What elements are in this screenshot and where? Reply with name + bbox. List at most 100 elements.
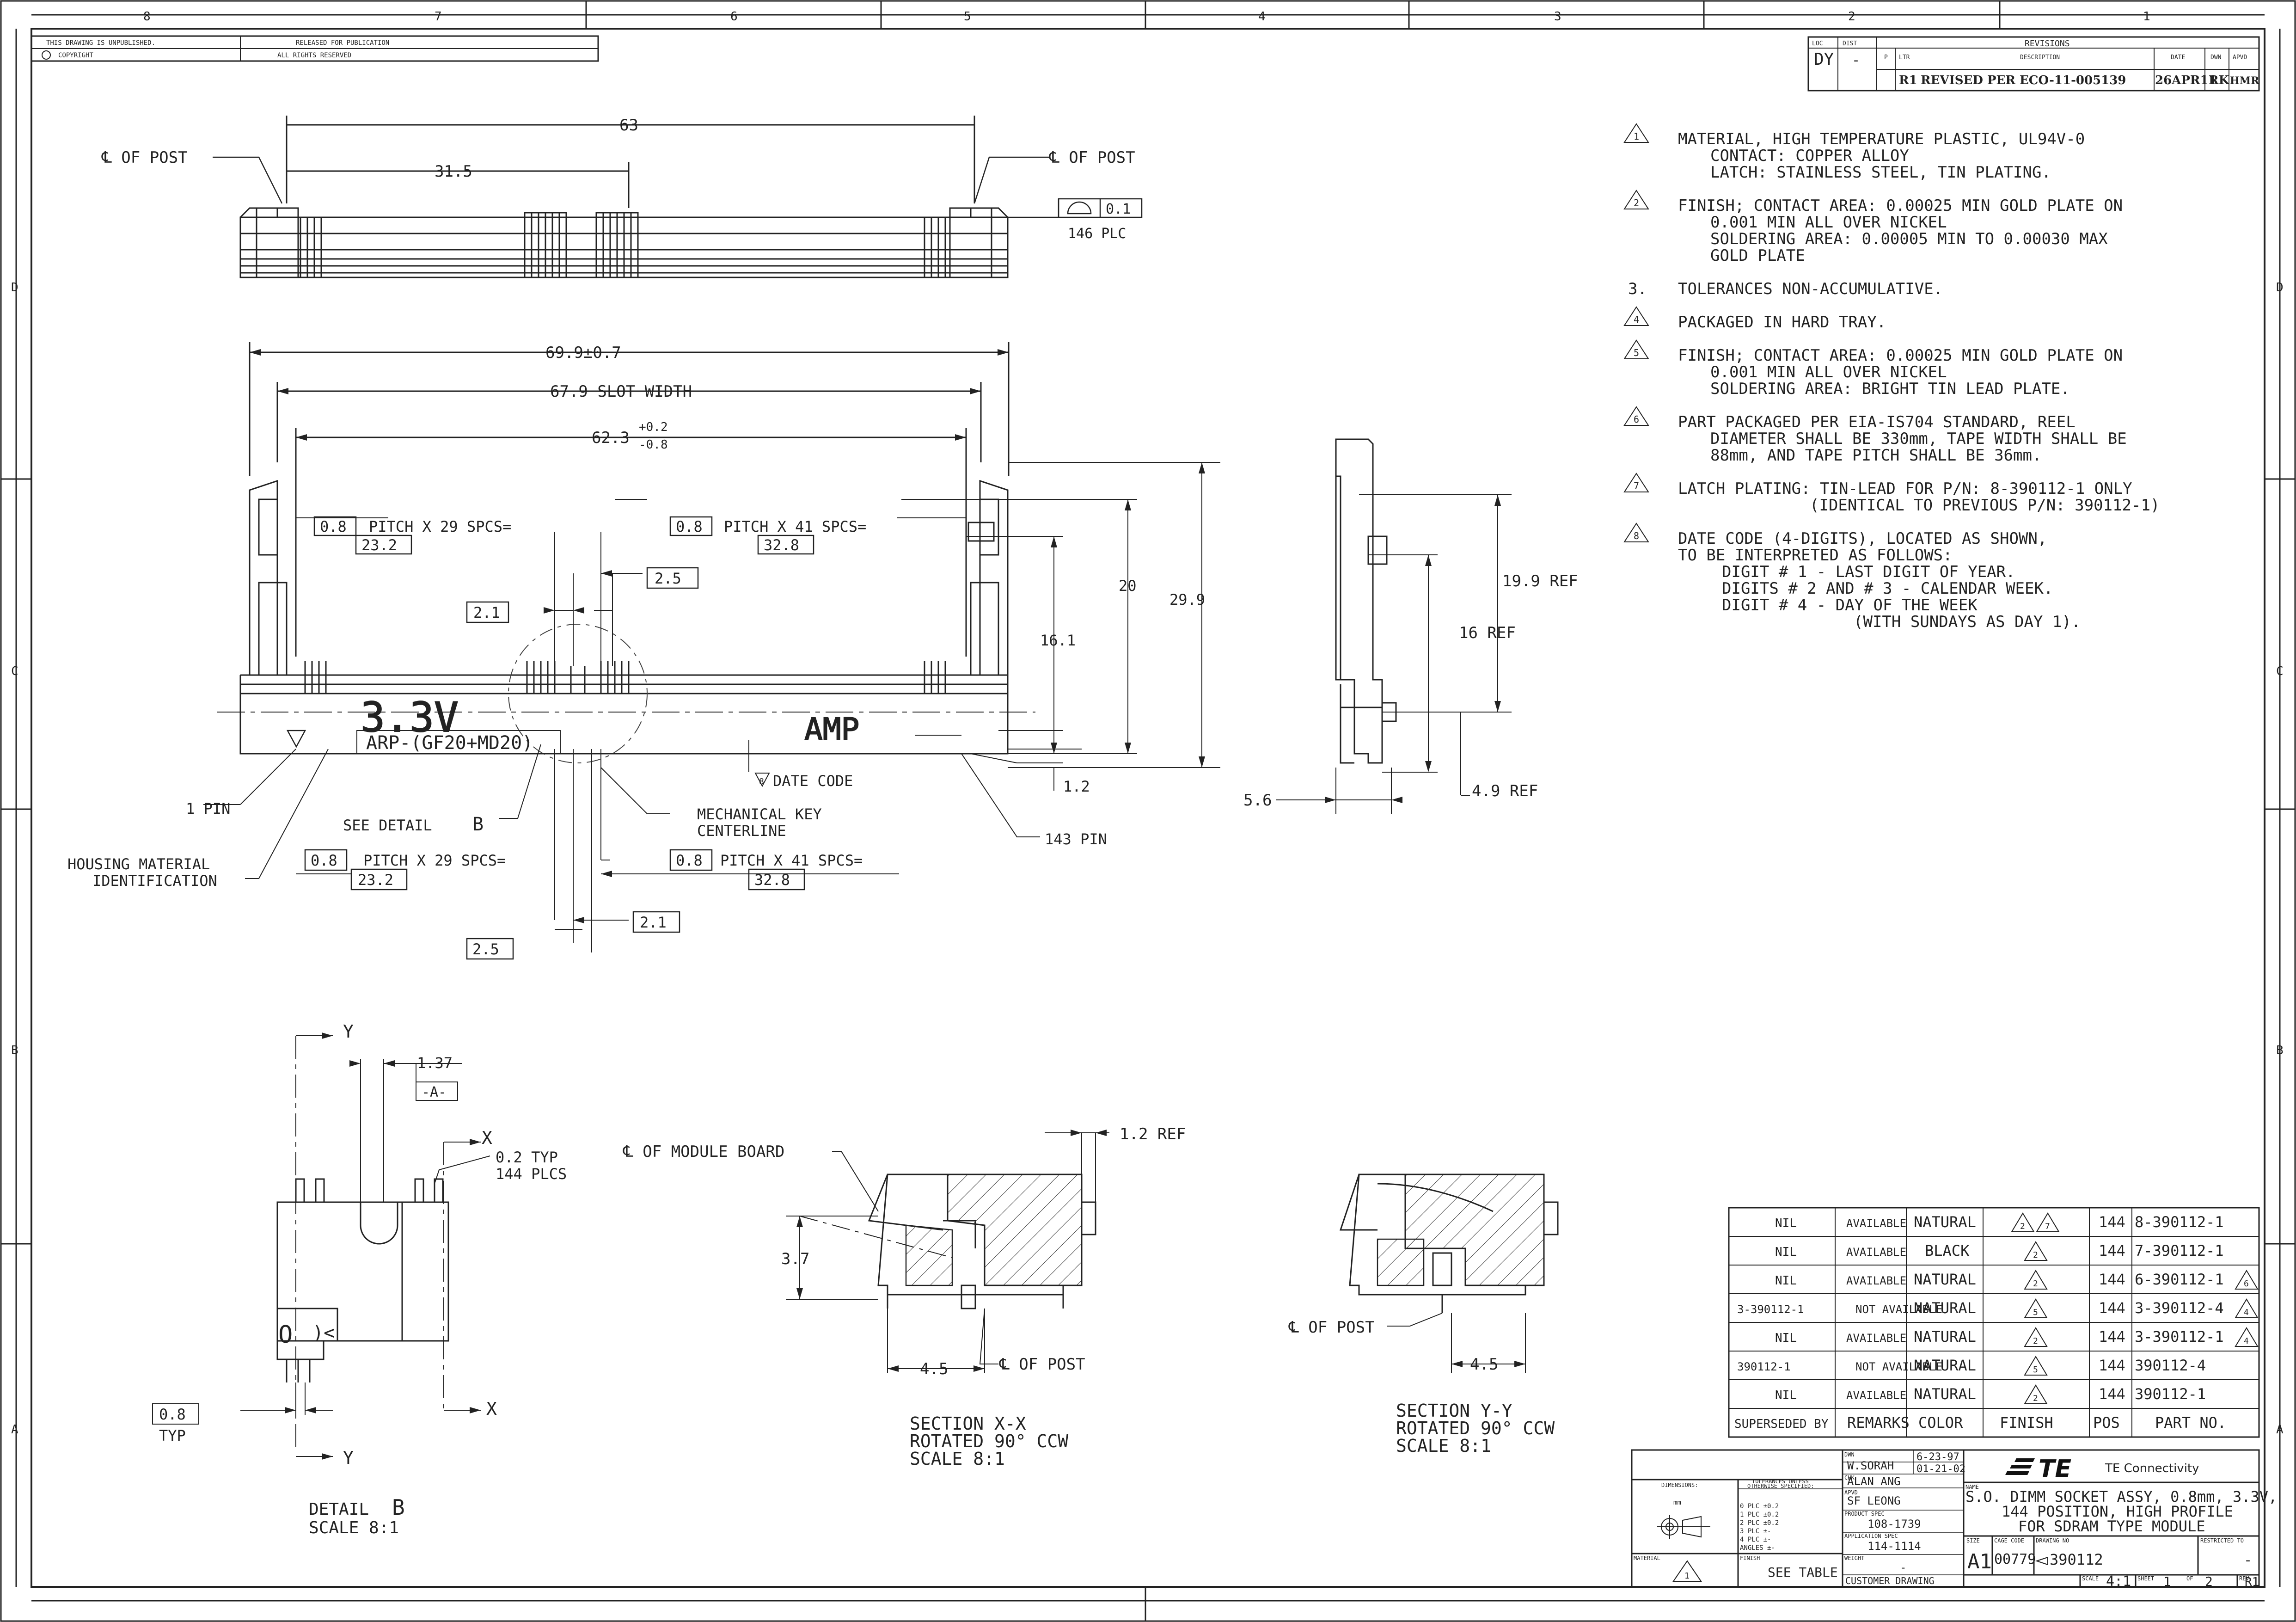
flatness-icon — [1067, 201, 1092, 215]
finish-label: FINISH — [1740, 1555, 1760, 1561]
dim-4-5-xx: 4.5 — [920, 1360, 948, 1378]
tolerances-line2: OTHERWISE SPECIFIED: — [1747, 1483, 1814, 1489]
note-flag-number: 6 — [1634, 414, 1639, 425]
sheet-value: 1 — [2163, 1574, 2171, 1589]
dim-0-8-detail: 0.8 — [159, 1406, 186, 1423]
superseded-cell: NIL — [1775, 1216, 1797, 1230]
note-line: PART PACKAGED PER EIA-IS704 STANDARD, RE… — [1678, 413, 2076, 431]
note-line: DATE CODE (4-DIGITS), LOCATED AS SHOWN, — [1678, 529, 2047, 548]
dimensions-label: DIMENSIONS: — [1661, 1482, 1698, 1488]
remarks-cell: AVAILABLE — [1846, 1332, 1906, 1345]
detail-x-top: X — [482, 1128, 492, 1148]
see-detail-letter: B — [472, 814, 484, 835]
finish-flag-number: 2 — [2033, 1336, 2038, 1346]
pitch41-text-bottom: PITCH X 41 SPCS= — [720, 852, 863, 869]
finish-flag-icon — [2024, 1241, 2048, 1261]
note-line: (WITH SUNDAYS AS DAY 1). — [1854, 613, 2081, 631]
part-flag-number: 4 — [2244, 1336, 2249, 1346]
scale-label: SCALE — [2082, 1575, 2099, 1582]
name-label: NAME — [1965, 1484, 1979, 1490]
color-cell: BLACK — [1925, 1242, 1970, 1260]
note-3: 3.TOLERANCES NON-ACCUMULATIVE. — [1628, 280, 1943, 298]
pitch29-basic-bottom: 0.8 — [311, 852, 337, 869]
finish-flag-icon — [2024, 1298, 2048, 1318]
size-value: A1 — [1967, 1550, 1992, 1573]
size-label: SIZE — [1966, 1537, 1980, 1544]
note-flag-icon — [1623, 306, 1649, 326]
note-number: 3. — [1628, 280, 1647, 298]
product-spec-label: PRODUCT SPEC — [1844, 1511, 1885, 1517]
superseded-cell: NIL — [1775, 1245, 1797, 1259]
table-header-cell: COLOR — [1918, 1414, 1963, 1432]
detail-caption-1: DETAIL — [309, 1500, 369, 1519]
color-cell: NATURAL — [1914, 1328, 1976, 1346]
voltage-marking: 3.3V — [361, 694, 459, 741]
customer-drawing: CUSTOMER DRAWING — [1845, 1575, 1935, 1586]
note-flag-number: 5 — [1634, 347, 1639, 358]
pitch29-text-top: PITCH X 29 SPCS= — [369, 518, 511, 535]
drawing-no-marker-icon — [2035, 1556, 2048, 1566]
pos-cell: 144 — [2099, 1357, 2125, 1374]
pos-cell: 144 — [2099, 1271, 2125, 1288]
dim-2-1-bottom: 2.1 — [640, 914, 667, 931]
dwn-name: W.SORAH — [1847, 1459, 1894, 1472]
superseded-cell: 3-390112-1 — [1737, 1303, 1804, 1316]
tolerances-line1: TOLERANCES UNLESS — [1752, 1478, 1809, 1485]
dim-5-6: 5.6 — [1243, 791, 1272, 810]
zone-side-a: A — [11, 1423, 18, 1437]
part-number-cell: 3-390112-4 — [2135, 1299, 2224, 1317]
application-spec: 114-1114 — [1867, 1540, 1921, 1553]
pitch29-basic-top: 0.8 — [320, 518, 347, 535]
dim-4-9-ref: 4.9 REF — [1472, 782, 1538, 800]
copyright-icon — [42, 50, 51, 60]
rev-row-dwn: RK — [2209, 74, 2230, 87]
dim-1-2: 1.2 — [1063, 778, 1090, 795]
pitch41-basic-top: 0.8 — [676, 518, 703, 535]
dimensions-unit: mm — [1673, 1499, 1681, 1506]
note-line: FINISH; CONTACT AREA: 0.00025 MIN GOLD P… — [1678, 197, 2123, 215]
pitch41-value-bottom: 32.8 — [754, 871, 790, 889]
note-flag-icon — [1623, 190, 1649, 209]
finish-flag-number: 2 — [2020, 1222, 2025, 1231]
zone-side-c-right: C — [2276, 664, 2284, 678]
material-flag: 1 — [1684, 1571, 1690, 1581]
note-line: MATERIAL, HIGH TEMPERATURE PLASTIC, UL94… — [1678, 130, 2085, 148]
note-line: TO BE INTERPRETED AS FOLLOWS: — [1678, 546, 1953, 565]
revisions-title: REVISIONS — [2025, 39, 2070, 49]
part-flag-number: 4 — [2244, 1308, 2249, 1317]
rev-col-date: DATE — [2171, 54, 2185, 61]
date-code-flag: 8 — [759, 777, 764, 786]
header-left-block: THIS DRAWING IS UNPUBLISHED. COPYRIGHT R… — [31, 35, 599, 62]
title-line2: 144 POSITION, HIGH PROFILE — [2002, 1503, 2233, 1520]
side-view: 19.9 REF 16 REF 5.6 4.9 REF — [1243, 438, 1578, 814]
finish-flag-number: 2 — [2033, 1250, 2038, 1260]
dim-31-5: 31.5 — [435, 162, 472, 181]
front-view: 69.9±0.7 67.9 SLOT WIDTH 62.3 +0.2 -0.8 … — [67, 342, 1220, 960]
application-spec-label: APPLICATION SPEC — [1844, 1533, 1898, 1539]
zone-top-1: 1 — [2143, 10, 2150, 24]
see-detail-label: SEE DETAIL — [343, 817, 432, 834]
remarks-cell: AVAILABLE — [1846, 1389, 1906, 1402]
rev-col-p: P — [1884, 54, 1888, 61]
restricted-value: - — [2244, 1552, 2252, 1568]
dim-1-2-ref: 1.2 REF — [1120, 1125, 1186, 1143]
zone-side-d-right: D — [2276, 281, 2284, 295]
note-6: 6 PART PACKAGED PER EIA-IS704 STANDARD, R… — [1623, 406, 2127, 465]
zone-side-c: C — [11, 664, 18, 678]
note-flag-number: 7 — [1634, 480, 1639, 492]
material-flag-icon — [1672, 1560, 1702, 1582]
dim-62-3-plus: +0.2 — [639, 420, 668, 434]
rev-loc-value: DY — [1814, 50, 1834, 69]
table-header-cell: POS — [2093, 1414, 2120, 1432]
note-line: DIAMETER SHALL BE 330mm, TAPE WIDTH SHAL… — [1710, 430, 2127, 448]
zone-top-2: 2 — [1848, 10, 1855, 24]
